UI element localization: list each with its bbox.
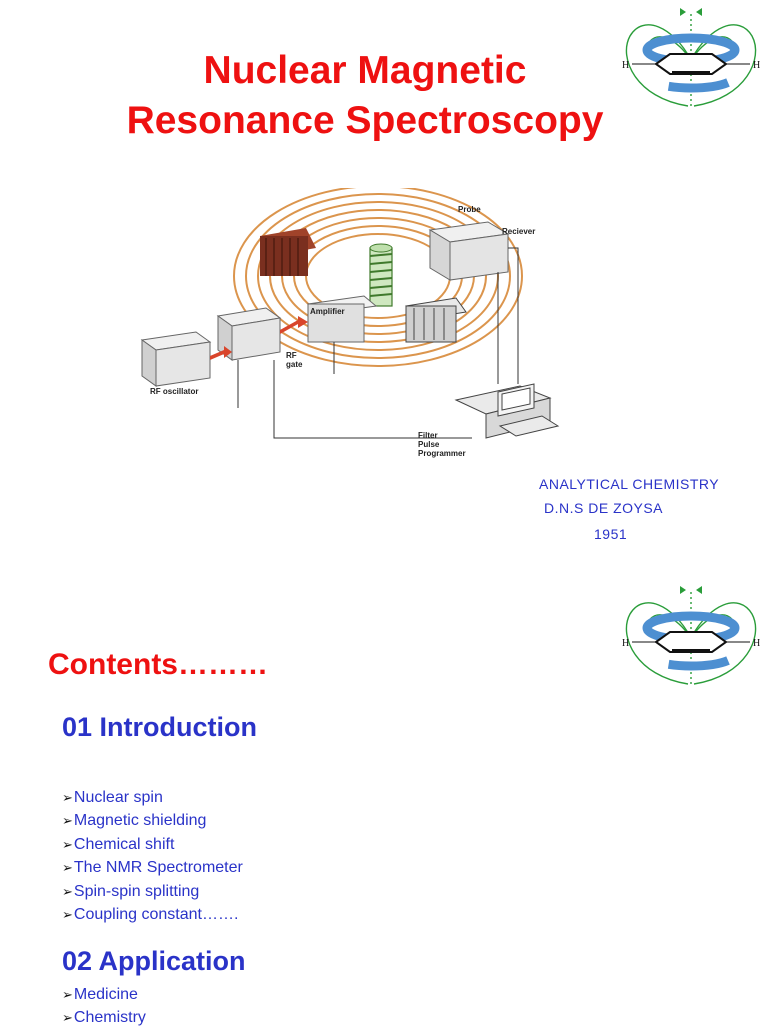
label-rf-gate-2: gate [286,360,303,369]
list-item: ➢Magnetic shielding [62,812,207,830]
hydrogen-label-left: H [622,638,629,649]
label-amplifier: Amplifier [310,307,345,316]
rf-oscillator-box [140,331,212,387]
list-item: ➢Chemistry [62,1009,146,1027]
arrow-bullet-icon: ➢ [62,790,73,805]
benzene-ring-current-icon: H H [622,8,760,107]
label-filter: Filter [418,431,438,440]
amplifier-box [306,295,378,343]
wiring [237,247,519,439]
probe-coil [369,243,393,307]
hydrogen-label-right: H [753,638,760,649]
author-line-course: ANALYTICAL CHEMISTRY [539,476,720,492]
section-title-application: 02 Application [62,946,246,976]
label-receiver: Reciever [502,227,535,236]
pulse-programmer-computer [454,383,560,439]
rf-gate-box [216,307,282,361]
title-line-2: Resonance Spectroscopy [126,99,604,142]
contents-heading: Contents……… [48,648,268,681]
arrow-bullet-icon: ➢ [62,813,73,829]
list-item: ➢Nuclear spin [62,789,163,806]
label-rf-gate-1: RF [286,351,297,360]
arrow-bullet-icon: ➢ [62,1010,73,1026]
hydrogen-label-left: H [622,60,629,71]
arrow-bullet-icon: ➢ [62,987,73,1002]
label-pulse: Pulse [418,440,440,449]
receiver-box [428,221,510,281]
list-item: ➢Spin-spin splitting [62,882,200,900]
section-title-introduction: 01 Introduction [62,712,257,742]
application-topic-list: ➢Medicine ➢Chemistry [62,983,146,1030]
nmr-spectrometer-diagram: Probe Reciever Amplifier RF oscillator R… [140,188,560,458]
page-title: Nuclear Magnetic Resonance Spectroscopy [60,46,670,146]
magnet-pole-left [260,228,316,276]
arrow-bullet-icon: ➢ [62,883,73,899]
hydrogen-label-right: H [753,60,760,71]
introduction-topic-list: ➢Nuclear spin ➢Magnetic shielding ➢Chemi… [62,786,243,926]
author-line-year: 1951 [594,526,628,542]
label-programmer: Programmer [418,449,466,458]
benzene-ring-current-icon: H H [622,586,760,685]
title-line-1: Nuclear Magnetic [203,49,527,92]
list-item: ➢The NMR Spectrometer [62,859,243,877]
magnet-pole-right [405,297,467,343]
list-item: ➢Chemical shift [62,835,175,853]
arrow-bullet-icon: ➢ [62,860,73,876]
arrow-bullet-icon: ➢ [62,907,73,923]
label-probe: Probe [458,205,481,214]
signal-arrows [210,316,308,360]
author-line-name: D.N.S DE ZOYSA [544,500,664,516]
list-item: ➢Coupling constant……. [62,906,239,924]
label-rf-oscillator: RF oscillator [150,387,198,396]
list-item: ➢Medicine [62,986,138,1003]
arrow-bullet-icon: ➢ [62,836,73,852]
title-slide: Nuclear Magnetic Resonance Spectroscopy … [60,8,760,542]
